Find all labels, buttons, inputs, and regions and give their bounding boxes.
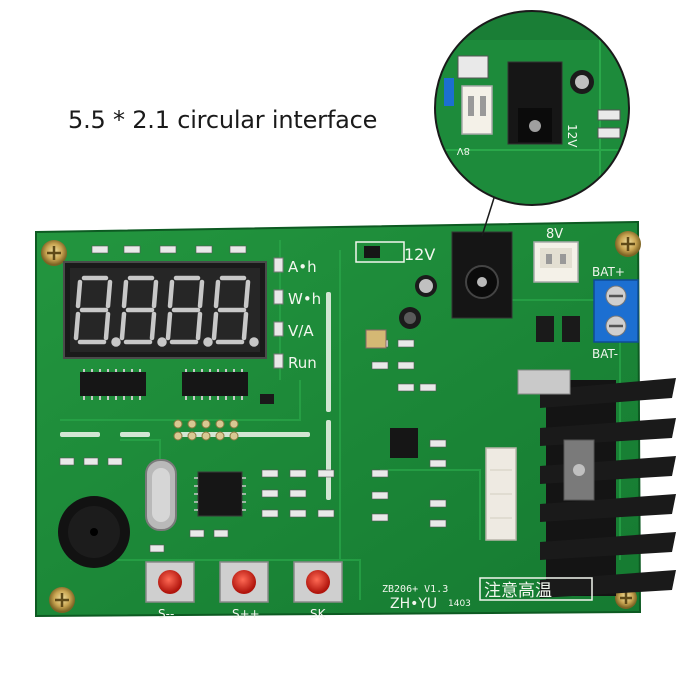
display-segment bbox=[165, 311, 173, 341]
microcontroller bbox=[194, 471, 246, 517]
battery-terminal-block bbox=[593, 279, 639, 343]
mounting-screw-icon bbox=[41, 240, 67, 266]
display-segment bbox=[103, 311, 111, 341]
display-segment bbox=[119, 311, 127, 341]
display-segment bbox=[195, 311, 203, 341]
display-segment bbox=[151, 279, 159, 309]
display-decimal-point bbox=[157, 337, 167, 347]
button-label-sk: SK bbox=[310, 607, 327, 621]
heatsink bbox=[517, 369, 676, 598]
display-segment bbox=[197, 279, 205, 309]
battery-minus-label: BAT- bbox=[592, 347, 618, 361]
display-segment bbox=[213, 279, 221, 309]
display-segment bbox=[149, 311, 157, 341]
display-segment bbox=[105, 279, 113, 309]
jst-connector bbox=[533, 241, 579, 283]
display-decimal-point bbox=[111, 337, 121, 347]
display-segment bbox=[241, 311, 249, 341]
zoom-inset bbox=[434, 10, 630, 206]
display-segment bbox=[75, 279, 83, 309]
model-label: ZB206+ V1.3 bbox=[382, 584, 448, 595]
buzzer bbox=[58, 496, 130, 568]
transistor bbox=[260, 394, 274, 404]
indicator-leds bbox=[273, 257, 284, 369]
display-segment bbox=[73, 311, 81, 341]
display-decimal-point bbox=[203, 337, 213, 347]
driver-ic-right bbox=[182, 369, 248, 400]
button-label-s-plus: S++ bbox=[232, 607, 260, 621]
op-amp-ic bbox=[390, 428, 418, 458]
seven-segment-display bbox=[63, 261, 267, 359]
indicator-label-run: Run bbox=[288, 354, 317, 372]
button-s-plus[interactable] bbox=[219, 561, 269, 603]
maker-label: ZH•YU bbox=[390, 596, 437, 612]
mounting-screw-icon bbox=[49, 587, 75, 613]
board-code-label: 1403 bbox=[448, 599, 471, 609]
mosfet-pair bbox=[536, 316, 580, 342]
caption: 5.5 * 2.1 circular interface bbox=[68, 106, 378, 134]
shunt-resistor bbox=[485, 447, 517, 541]
button-s-minus[interactable] bbox=[145, 561, 195, 603]
inductor bbox=[365, 329, 387, 349]
power-jack-label: 12V bbox=[404, 245, 435, 264]
display-decimal-point bbox=[249, 337, 259, 347]
display-segment bbox=[121, 279, 129, 309]
crystal-oscillator bbox=[145, 459, 177, 531]
button-label-s-minus: S-- bbox=[158, 607, 174, 621]
connector-label: 8V bbox=[546, 227, 563, 242]
inset-jack-label: 12V bbox=[565, 124, 579, 148]
indicator-label-ah: A•h bbox=[288, 258, 317, 276]
power-jack-label-area bbox=[355, 241, 405, 263]
button-sk[interactable] bbox=[293, 561, 343, 603]
display-segment bbox=[211, 311, 219, 341]
battery-plus-label: BAT+ bbox=[592, 265, 625, 279]
display-segment bbox=[167, 279, 175, 309]
display-segment bbox=[243, 279, 251, 309]
inset-connector-label: 8V bbox=[457, 145, 470, 156]
mounting-screw-icon bbox=[615, 231, 641, 257]
callout-line bbox=[481, 197, 495, 237]
driver-ic-left bbox=[80, 369, 146, 400]
warning-label-box bbox=[479, 577, 593, 601]
electrolytic-capacitor bbox=[399, 275, 437, 329]
smd-resistors bbox=[59, 245, 447, 553]
header-pads bbox=[173, 419, 239, 441]
indicator-label-va: V/A bbox=[288, 322, 314, 340]
warning-label: 注意高温 bbox=[484, 581, 552, 601]
dc-power-jack bbox=[451, 231, 513, 319]
indicator-label-wh: W•h bbox=[288, 290, 321, 308]
